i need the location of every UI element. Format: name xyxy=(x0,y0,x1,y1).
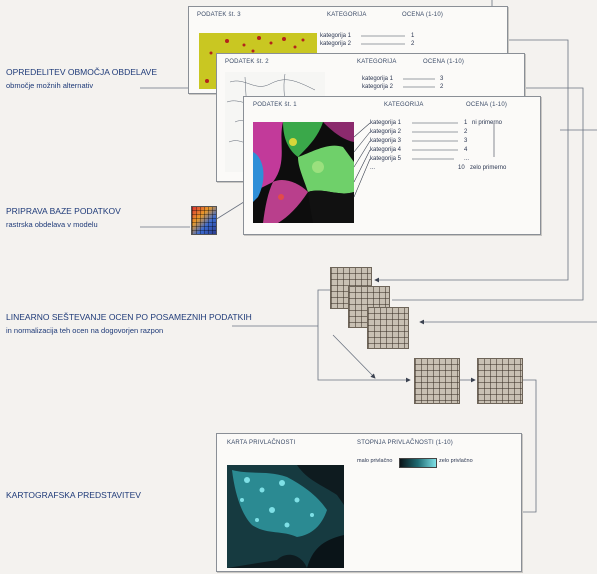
step1-label: OPREDELITEV OBMOČJA OBDELAVE območje mož… xyxy=(6,66,157,92)
card1-row3-ocena: 3 xyxy=(464,138,468,144)
data-card-1: PODATEK št. 1 KATEGORIJA OCENA (1-10) ka… xyxy=(243,96,541,235)
card2-header-podatek: PODATEK št. 2 xyxy=(225,59,269,65)
card3-arrows xyxy=(361,35,405,45)
card1-row6-ocena: 10 xyxy=(458,165,465,171)
card1-row2-ocena: 2 xyxy=(464,129,468,135)
card3-row1-ocena: 1 xyxy=(411,33,415,39)
raster-grid-normalized xyxy=(477,358,523,404)
result-map-title: KARTA PRIVLAČNOSTI xyxy=(227,440,296,446)
card1-arrows xyxy=(353,122,495,198)
card1-row3-kategorija: kategorija 3 xyxy=(370,138,402,144)
card1-row1-ocena: 1 xyxy=(464,120,468,126)
card3-row2-kategorija: kategorija 2 xyxy=(320,41,352,47)
step3-title: LINEARNO SEŠTEVANJE OCEN PO POSAMEZNIH P… xyxy=(6,312,252,322)
card1-row1-note: ni primerno xyxy=(472,120,503,126)
step1-title: OPREDELITEV OBMOČJA OBDELAVE xyxy=(6,67,157,77)
card2-row2-kategorija: kategorija 2 xyxy=(362,84,394,90)
step3-label: LINEARNO SEŠTEVANJE OCEN PO POSAMEZNIH P… xyxy=(6,311,252,337)
step4-title: KARTOGRAFSKA PREDSTAVITEV xyxy=(6,490,141,500)
card1-row6-kategorija: ... xyxy=(370,165,376,171)
card2-row1-kategorija: kategorija 1 xyxy=(362,76,394,82)
card2-header-ocena: OCENA (1-10) xyxy=(423,59,465,65)
card1-row2-kategorija: kategorija 2 xyxy=(370,129,402,135)
card1-classified-map xyxy=(253,122,354,223)
raster-grid-sum xyxy=(414,358,460,404)
card1-header-podatek: PODATEK št. 1 xyxy=(253,102,297,108)
step3-subtitle: in normalizacija teh ocen na dogovorjen … xyxy=(6,326,164,335)
card1-header-kategorija: KATEGORIJA xyxy=(384,102,424,108)
card1-row5-kategorija: kategorija 5 xyxy=(370,156,402,162)
card3-row1-kategorija: kategorija 1 xyxy=(320,33,352,39)
legend-color-ramp xyxy=(399,458,437,468)
card3-header-podatek: PODATEK št. 3 xyxy=(197,12,241,18)
raster-cell-icon xyxy=(191,206,217,235)
attractiveness-map xyxy=(227,465,344,568)
card2-row2-ocena: 2 xyxy=(440,84,444,90)
legend-low-label: malo privlačno xyxy=(357,458,393,464)
step4-label: KARTOGRAFSKA PREDSTAVITEV xyxy=(6,489,141,502)
step1-subtitle: območje možnih alternativ xyxy=(6,81,94,90)
card1-row6-note: zelo primerno xyxy=(470,165,507,171)
result-card: KARTA PRIVLAČNOSTI STOPNJA PRIVLAČNOSTI … xyxy=(216,433,522,572)
card1-header-ocena: OCENA (1-10) xyxy=(466,102,508,108)
card3-header-kategorija: KATEGORIJA xyxy=(327,12,367,18)
card1-row4-kategorija: kategorija 4 xyxy=(370,147,402,153)
step2-label: PRIPRAVA BAZE PODATKOV rastrska obdelava… xyxy=(6,205,121,231)
card1-row5-ocena: ... xyxy=(464,156,470,162)
card2-header-kategorija: KATEGORIJA xyxy=(357,59,397,65)
card2-arrows xyxy=(403,78,435,88)
legend-high-label: zelo privlačno xyxy=(439,458,473,464)
card1-row4-ocena: 4 xyxy=(464,147,468,153)
raster-grid-3 xyxy=(367,307,409,349)
step2-subtitle: rastrska obdelava v modelu xyxy=(6,220,98,229)
result-legend-title: STOPNJA PRIVLAČNOSTI (1-10) xyxy=(357,440,453,446)
card1-row1-kategorija: kategorija 1 xyxy=(370,120,402,126)
card2-row1-ocena: 3 xyxy=(440,76,444,82)
card3-row2-ocena: 2 xyxy=(411,41,415,47)
step2-title: PRIPRAVA BAZE PODATKOV xyxy=(6,206,121,216)
card3-header-ocena: OCENA (1-10) xyxy=(402,12,444,18)
